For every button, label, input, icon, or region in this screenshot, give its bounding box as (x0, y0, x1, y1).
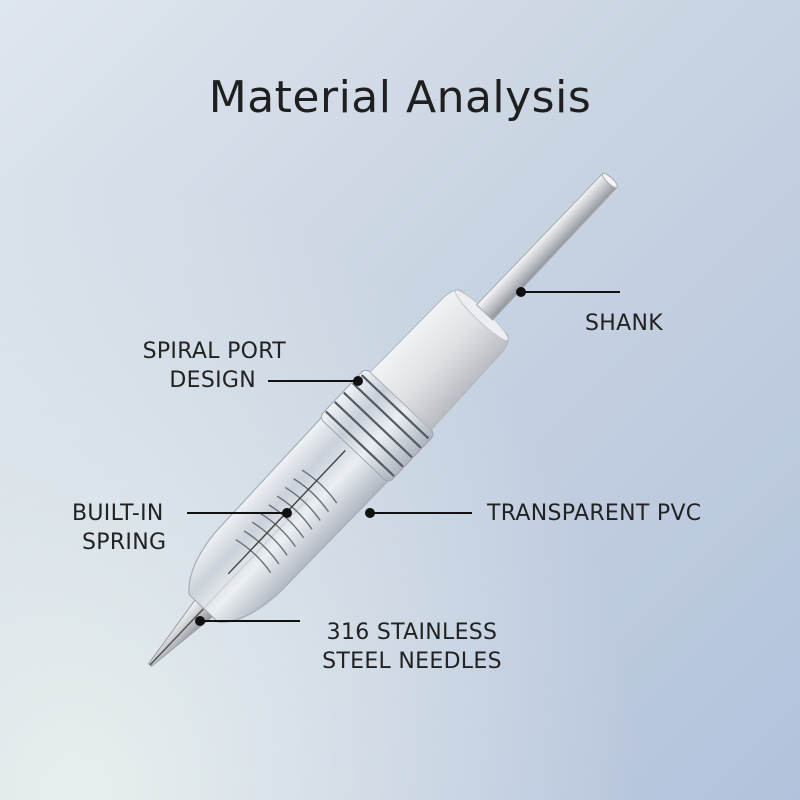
label-spiral-port: SPIRAL PORT DESIGN (110, 337, 286, 395)
label-text: 316 STAINLESS (326, 620, 498, 645)
leader-lines (187, 287, 620, 626)
shank (475, 172, 618, 321)
label-text: STEEL NEEDLES (322, 649, 502, 674)
label-text: SHANK (585, 311, 663, 336)
label-transparent-pvc: TRANSPARENT PVC (487, 499, 701, 528)
label-text: SPIRAL PORT (142, 339, 286, 364)
label-spring: BUILT-IN SPRING (72, 499, 166, 557)
label-text: BUILT-IN (72, 501, 164, 526)
label-text: DESIGN (169, 368, 256, 393)
label-needles: 316 STAINLESS STEEL NEEDLES (312, 618, 512, 676)
label-text: SPRING (82, 530, 167, 555)
page-title: Material Analysis (208, 72, 592, 123)
cap (369, 289, 509, 431)
label-text: TRANSPARENT PVC (487, 501, 702, 526)
label-shank: SHANK (585, 309, 663, 338)
